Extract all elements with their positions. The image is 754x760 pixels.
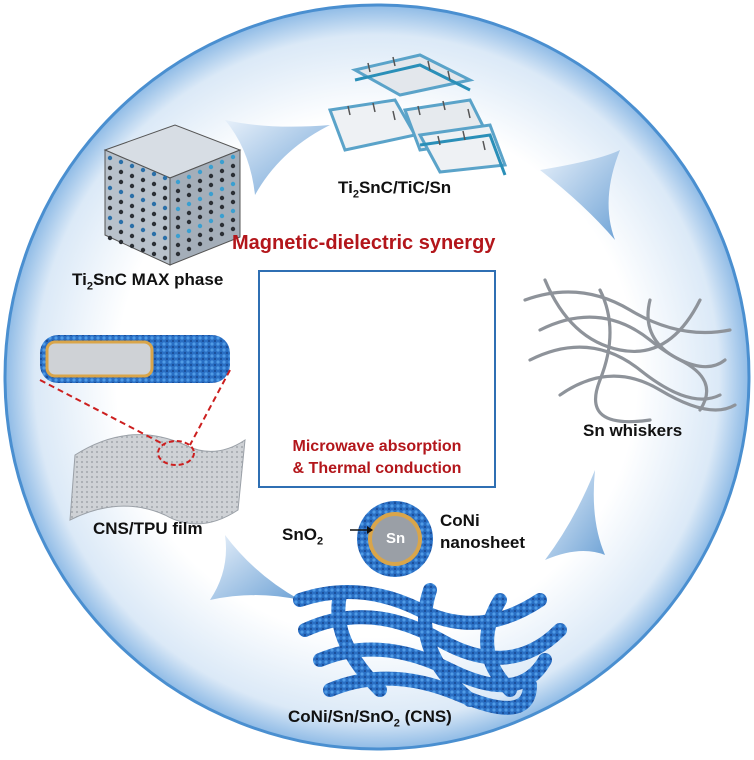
etched-label: Ti2SnC/TiC/Sn	[338, 178, 452, 201]
whiskers-label: Sn whiskers	[583, 421, 683, 440]
cns-network	[293, 583, 567, 715]
center-box: Microwave absorption & Thermal conductio…	[258, 270, 496, 488]
arrow-1	[225, 120, 330, 195]
tpu-film	[39, 335, 246, 525]
coni-label-line2: nanosheet	[440, 533, 526, 552]
cns-label: CoNi/Sn/SnO2 (CNS)	[288, 707, 452, 730]
arrow-4	[210, 535, 300, 600]
sno2-label: SnO2	[282, 525, 324, 548]
center-line-2: & Thermal conduction	[292, 460, 462, 477]
arrow-2	[540, 150, 620, 240]
center-line-1: Microwave absorption	[292, 438, 462, 455]
coni-label-line1: CoNi	[440, 511, 480, 530]
core-shell-particle	[350, 501, 433, 577]
etched-flakes	[327, 53, 508, 176]
sn-whiskers-drawing	[523, 278, 737, 424]
max-phase-label: Ti2SnC MAX phase	[72, 270, 224, 293]
page-title: Magnetic-dielectric synergy	[232, 232, 496, 254]
max-phase-crystal	[103, 124, 242, 266]
film-label: CNS/TPU film	[93, 519, 203, 538]
arrow-3	[545, 470, 605, 560]
sn-core-label: Sn	[386, 530, 406, 547]
